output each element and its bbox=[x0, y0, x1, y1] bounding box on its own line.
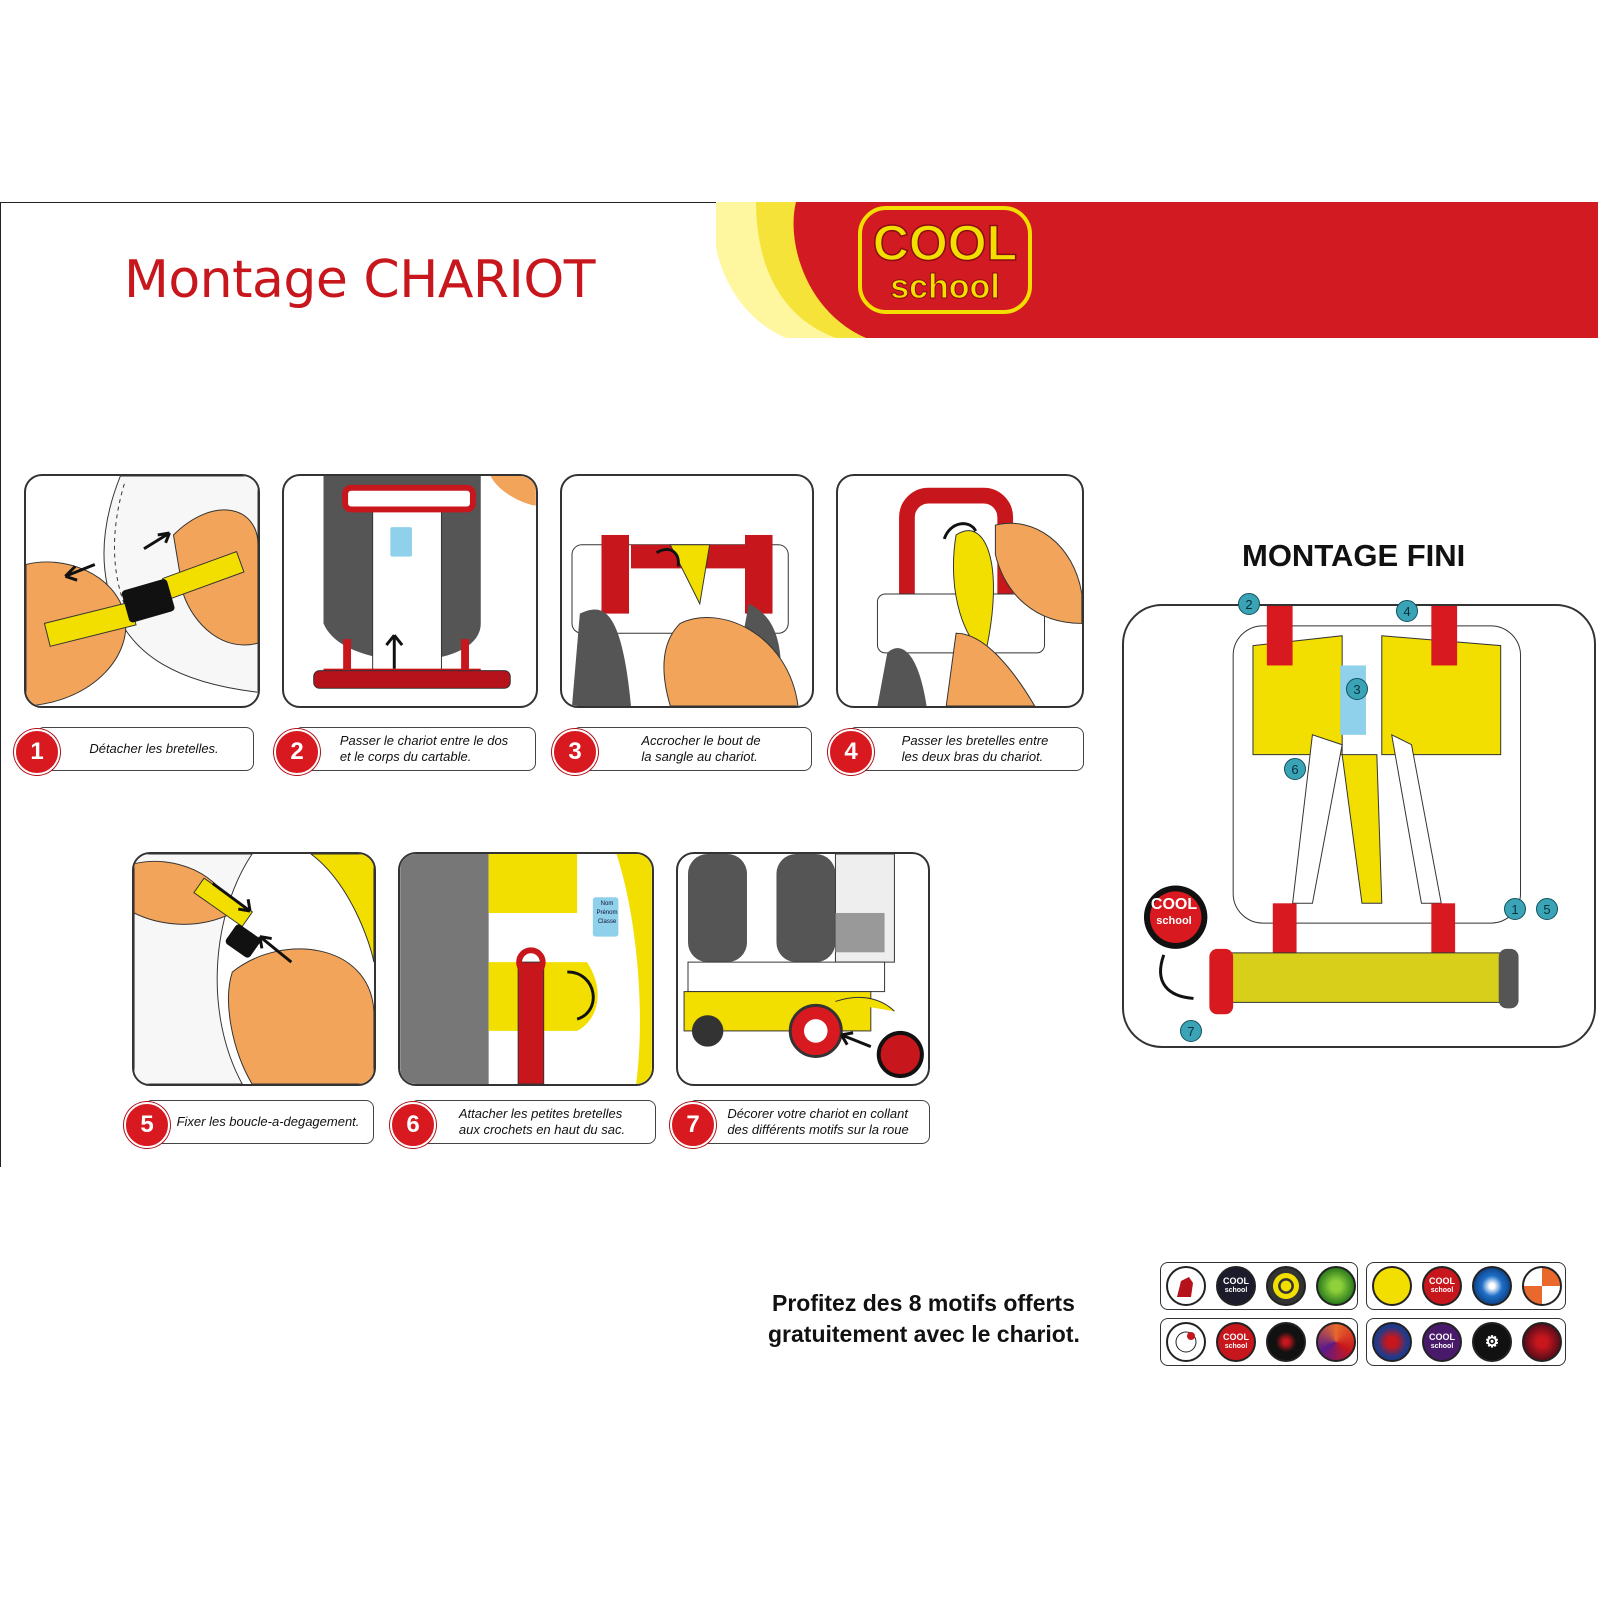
motif-sticker-maroon bbox=[1522, 1322, 1562, 1362]
step-6-illustration bbox=[398, 852, 654, 1086]
callout-5: 5 bbox=[1536, 898, 1558, 920]
label-prenom: Prénom bbox=[596, 910, 618, 916]
step-2-illustration bbox=[282, 474, 538, 708]
motif-logo-top: COOL bbox=[1223, 1276, 1249, 1286]
offer-text: Profitez des 8 motifs offerts gratuiteme… bbox=[768, 1288, 1080, 1350]
montage-fini-logo: COOL school bbox=[1148, 896, 1200, 936]
motif-sticker-dark-dots bbox=[1266, 1322, 1306, 1362]
motif-sticker-fire-swirl bbox=[1316, 1322, 1356, 1362]
step-6-caption: Attacher les petites bretelles aux croch… bbox=[410, 1100, 656, 1144]
step-5-caption: Fixer les boucle-a-degagement. bbox=[144, 1100, 374, 1144]
motif-logo-top: COOL bbox=[1223, 1332, 1249, 1342]
callout-3: 3 bbox=[1346, 678, 1368, 700]
step-3-illustration bbox=[560, 474, 814, 708]
step-2-caption: Passer le chariot entre le dos et le cor… bbox=[294, 727, 536, 771]
step-7-number: 7 bbox=[670, 1102, 716, 1148]
fini-logo-top: COOL bbox=[1150, 896, 1198, 913]
motif-sticker-spider bbox=[1372, 1322, 1412, 1362]
step-5-number: 5 bbox=[124, 1102, 170, 1148]
step-3-number: 3 bbox=[552, 729, 598, 775]
callout-1: 1 bbox=[1504, 898, 1526, 920]
offer-line-1: Profitez des 8 motifs offerts bbox=[772, 1290, 1075, 1316]
montage-fini-illustration bbox=[1122, 604, 1596, 1048]
fini-logo-bottom: school bbox=[1156, 915, 1192, 927]
step-3-caption: Accrocher le bout de la sangle au chario… bbox=[572, 727, 812, 771]
step-4-caption: Passer les bretelles entre les deux bras… bbox=[848, 727, 1084, 771]
step-1-number: 1 bbox=[14, 729, 60, 775]
motif-sticker-green bbox=[1316, 1266, 1356, 1306]
step-1-illustration bbox=[24, 474, 260, 708]
callout-2: 2 bbox=[1238, 593, 1260, 615]
name-label-tag: Nom Prénom Classe bbox=[594, 897, 620, 940]
step-4-number: 4 bbox=[828, 729, 874, 775]
callout-6: 6 bbox=[1284, 758, 1306, 780]
motif-sticker-kitty bbox=[1166, 1322, 1206, 1362]
label-nom: Nom bbox=[600, 901, 614, 907]
motif-logo-bottom: school bbox=[1224, 1343, 1248, 1350]
step-2-number: 2 bbox=[274, 729, 320, 775]
step-5-illustration bbox=[132, 852, 376, 1086]
step-7-caption: Décorer votre chariot en collant des dif… bbox=[688, 1100, 930, 1144]
montage-fini-title: MONTAGE FINI bbox=[1242, 538, 1466, 573]
motif-sticker-gear: ⚙ bbox=[1472, 1322, 1512, 1362]
motif-sticker-sponge bbox=[1372, 1266, 1412, 1306]
motif-logo-top: COOL bbox=[1429, 1276, 1455, 1286]
banner-logo-bottom: school bbox=[890, 268, 1000, 306]
brand-banner: COOL school bbox=[716, 202, 1598, 338]
page-title: Montage CHARIOT bbox=[124, 250, 596, 310]
step-4-illustration bbox=[836, 474, 1084, 708]
offer-line-2: gratuitement avec le chariot. bbox=[768, 1321, 1080, 1347]
motif-sticker-horse bbox=[1166, 1266, 1206, 1306]
callout-4: 4 bbox=[1396, 600, 1418, 622]
step-7-illustration bbox=[676, 852, 930, 1086]
motif-logo-bottom: school bbox=[1224, 1287, 1248, 1294]
banner-logo-top: COOL bbox=[873, 215, 1017, 271]
motif-sticker-yellow-rings bbox=[1266, 1266, 1306, 1306]
step-6-number: 6 bbox=[390, 1102, 436, 1148]
motif-sticker-blue-swirl bbox=[1472, 1266, 1512, 1306]
label-classe: Classe bbox=[597, 919, 617, 925]
callout-7: 7 bbox=[1180, 1020, 1202, 1042]
motif-sticker-orange-fan bbox=[1522, 1266, 1562, 1306]
motif-logo-bottom: school bbox=[1430, 1287, 1454, 1294]
step-1-caption: Détacher les bretelles. bbox=[36, 727, 254, 771]
motif-logo-top: COOL bbox=[1429, 1332, 1455, 1342]
motif-logo-bottom: school bbox=[1430, 1343, 1454, 1350]
